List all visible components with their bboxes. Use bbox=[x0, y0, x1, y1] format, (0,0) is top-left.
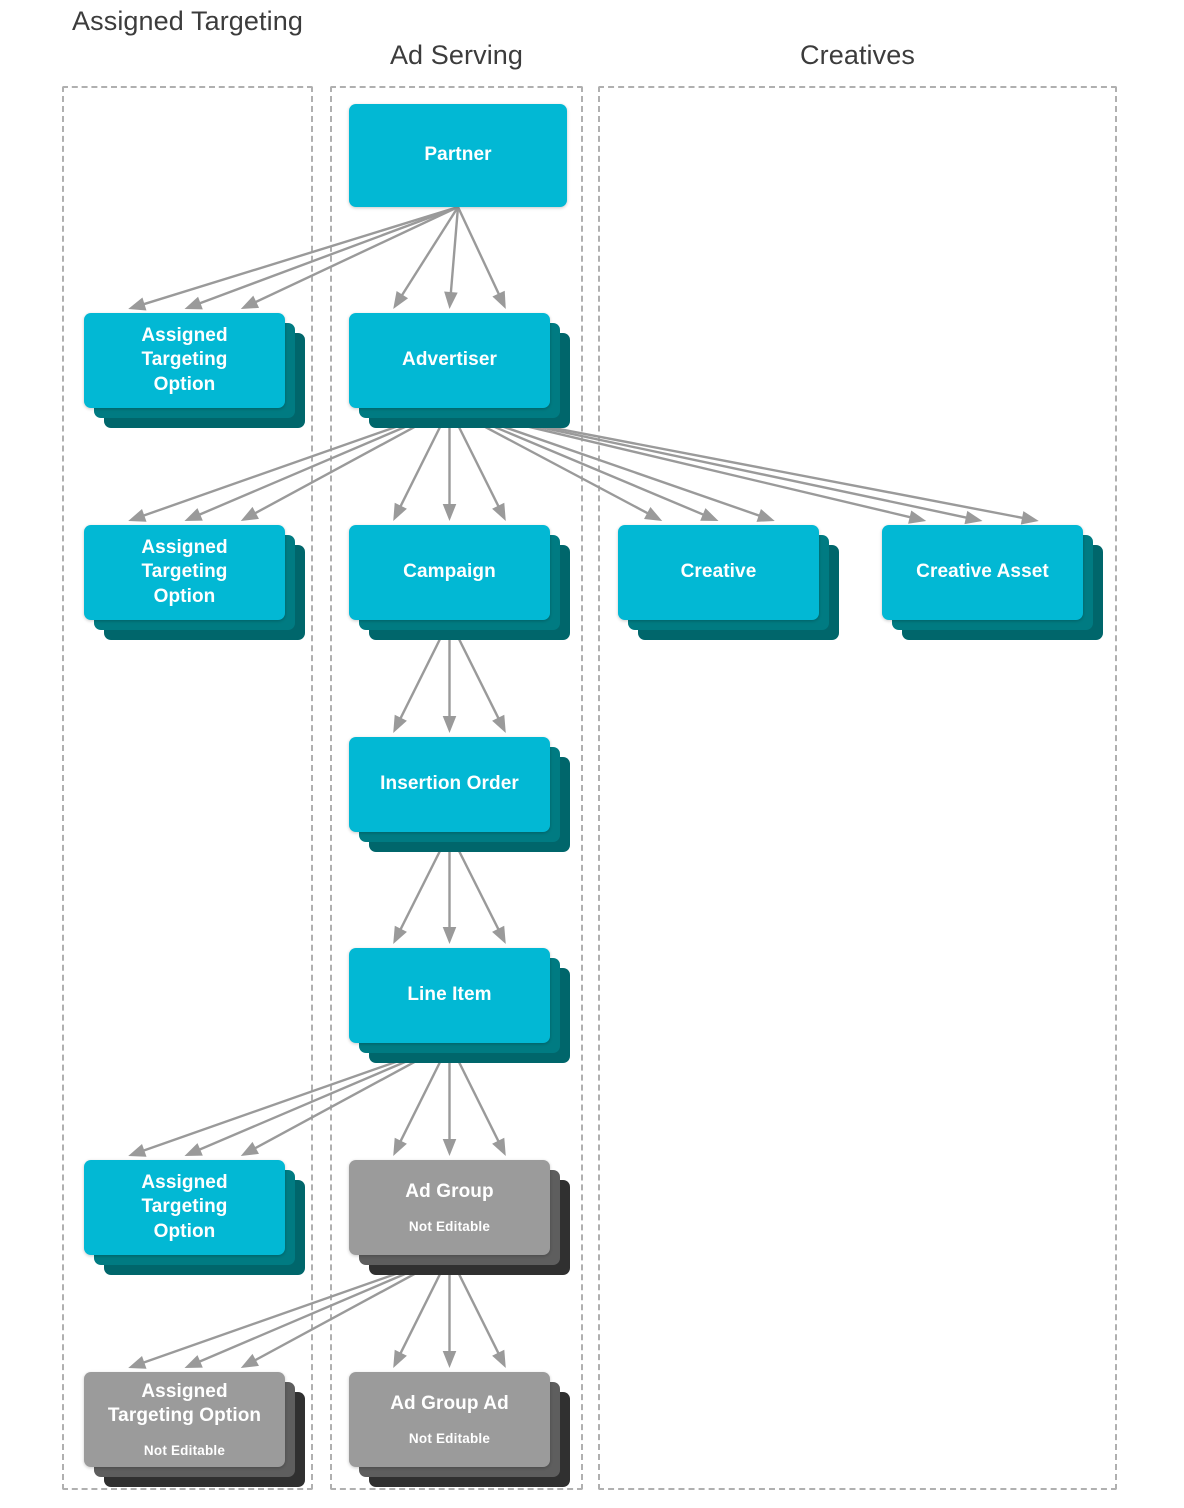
node-title: Assigned Targeting Option bbox=[141, 1172, 228, 1242]
node-face[interactable]: Creative Asset bbox=[882, 525, 1083, 620]
node-face[interactable]: Advertiser bbox=[349, 313, 550, 408]
node-face[interactable]: Creative bbox=[618, 525, 819, 620]
node-face[interactable]: Campaign bbox=[349, 525, 550, 620]
node-assigned-targeting-option-partner[interactable]: Assigned Targeting Option bbox=[84, 313, 305, 428]
node-title: Assigned Targeting Option bbox=[141, 537, 228, 607]
node-face[interactable]: Assigned Targeting Option bbox=[84, 313, 285, 408]
node-face[interactable]: Line Item bbox=[349, 948, 550, 1043]
column-header-assigned-targeting: Assigned Targeting bbox=[72, 6, 303, 36]
node-insertion-order[interactable]: Insertion Order bbox=[349, 737, 570, 852]
node-assigned-targeting-option-advertiser[interactable]: Assigned Targeting Option bbox=[84, 525, 305, 640]
node-title: Insertion Order bbox=[380, 773, 519, 795]
node-title: Advertiser bbox=[402, 349, 497, 371]
node-partner[interactable]: Partner bbox=[349, 104, 567, 207]
node-creative-asset[interactable]: Creative Asset bbox=[882, 525, 1103, 640]
node-campaign[interactable]: Campaign bbox=[349, 525, 570, 640]
node-face[interactable]: Assigned Targeting Option bbox=[84, 525, 285, 620]
node-title: Assigned Targeting Option bbox=[141, 325, 228, 395]
node-advertiser[interactable]: Advertiser bbox=[349, 313, 570, 428]
column-frame-ad-serving bbox=[330, 86, 583, 1490]
node-subtitle: Not Editable bbox=[408, 1218, 491, 1234]
node-title: Partner bbox=[424, 144, 492, 166]
node-subtitle: Not Editable bbox=[143, 1442, 226, 1458]
node-title: Assigned Targeting Option bbox=[107, 1381, 262, 1427]
column-frame-assigned-targeting bbox=[62, 86, 313, 1490]
node-title: Line Item bbox=[407, 984, 492, 1006]
node-title: Ad Group Ad bbox=[390, 1393, 509, 1415]
node-line-item[interactable]: Line Item bbox=[349, 948, 570, 1063]
node-title: Campaign bbox=[403, 561, 496, 583]
node-subtitle: Not Editable bbox=[408, 1430, 491, 1446]
column-header-ad-serving: Ad Serving bbox=[389, 40, 524, 70]
column-frame-creatives bbox=[598, 86, 1117, 1490]
node-creative[interactable]: Creative bbox=[618, 525, 839, 640]
node-assigned-targeting-option-line-item[interactable]: Assigned Targeting Option bbox=[84, 1160, 305, 1275]
node-face[interactable]: Ad Group Ad Not Editable bbox=[349, 1372, 550, 1467]
node-face[interactable]: Insertion Order bbox=[349, 737, 550, 832]
node-face[interactable]: Partner bbox=[349, 104, 567, 207]
node-face[interactable]: Assigned Targeting Option bbox=[84, 1160, 285, 1255]
node-title: Creative Asset bbox=[916, 561, 1049, 583]
node-title: Creative bbox=[680, 561, 757, 583]
node-title: Ad Group bbox=[405, 1181, 494, 1203]
node-ad-group-ad[interactable]: Ad Group Ad Not Editable bbox=[349, 1372, 570, 1487]
column-header-creatives: Creatives bbox=[800, 40, 915, 70]
